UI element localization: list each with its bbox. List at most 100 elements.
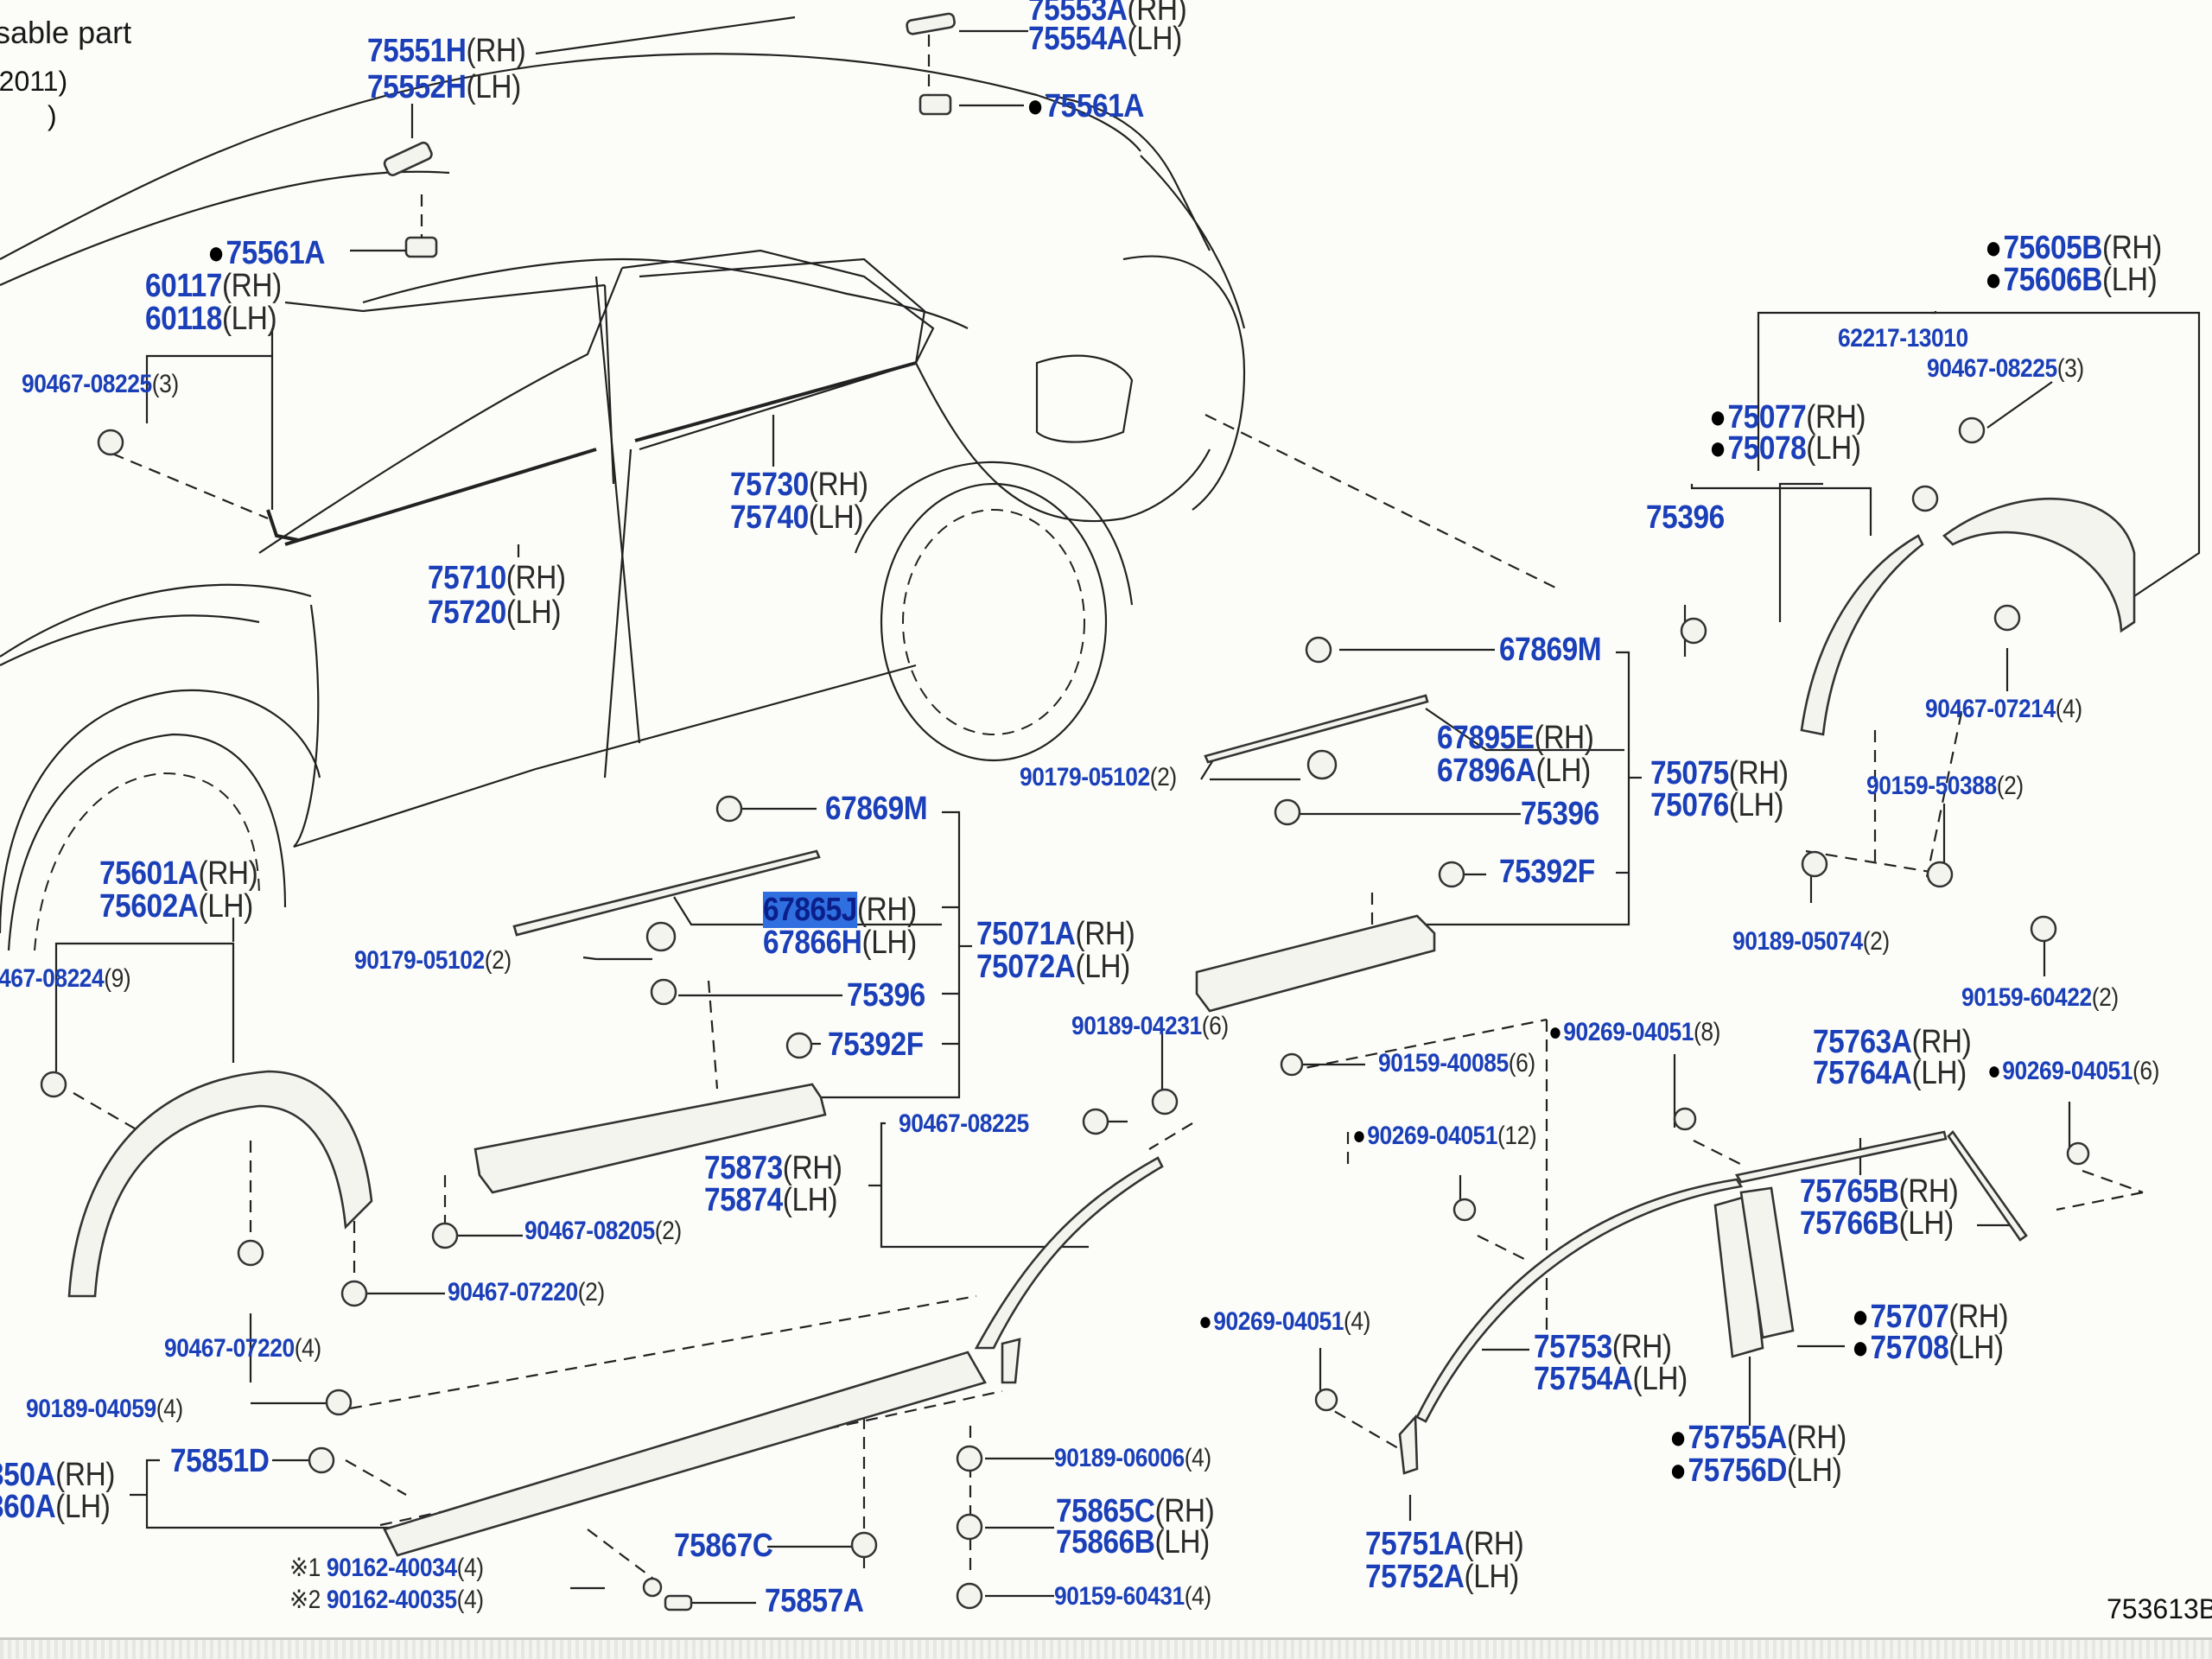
part-label[interactable]: 75865C(RH) — [1056, 1495, 1215, 1528]
part-number[interactable]: 90269-04051 — [1563, 1018, 1694, 1046]
part-label[interactable]: 75605B(RH) — [1985, 232, 2163, 264]
part-label[interactable]: 75561A — [207, 237, 326, 270]
part-label[interactable]: 75740(LH) — [730, 501, 863, 534]
part-number[interactable]: 67869M — [825, 791, 928, 827]
part-label[interactable]: 75552H(LH) — [367, 71, 521, 104]
part-label[interactable]: 90179-05102(2) — [354, 948, 512, 974]
part-label[interactable]: 90269-04051(6) — [1987, 1058, 2159, 1084]
part-label[interactable]: 75602A(LH) — [99, 890, 253, 923]
part-label[interactable]: 90189-05074(2) — [1732, 929, 1890, 955]
part-label[interactable]: 90189-04059(4) — [26, 1396, 183, 1422]
part-label[interactable]: 75707(RH) — [1852, 1299, 2009, 1335]
part-number[interactable]: 90179-05102 — [354, 946, 485, 975]
part-label[interactable]: 90467-08205(2) — [524, 1218, 682, 1244]
part-number[interactable]: 90269-04051 — [2002, 1057, 2133, 1085]
part-label[interactable]: 75866B(LH) — [1056, 1526, 1210, 1559]
part-number[interactable]: 90159-50388 — [1866, 772, 1997, 800]
part-number[interactable]: 90467-08225 — [22, 370, 152, 398]
part-number[interactable]: 90162-40035 — [326, 1586, 457, 1614]
part-label[interactable]: ※1 90162-40034(4) — [289, 1555, 484, 1581]
part-label[interactable]: ※2 90162-40035(4) — [289, 1587, 484, 1613]
part-label[interactable]: 67869M — [825, 791, 928, 827]
part-number[interactable]: 467-08224 — [0, 964, 105, 993]
part-number[interactable]: 75392F — [828, 1027, 924, 1063]
part-number[interactable]: 90467-08225 — [1927, 354, 2057, 383]
part-number[interactable]: 75766B — [1800, 1205, 1899, 1242]
part-number[interactable]: 67896A — [1437, 753, 1536, 789]
part-label[interactable]: 90467-08225(3) — [22, 372, 179, 397]
part-number[interactable]: 75554A — [1028, 21, 1128, 57]
part-label[interactable]: 75396 — [1521, 798, 1599, 830]
part-number[interactable]: 75851D — [170, 1443, 270, 1479]
part-number[interactable]: 75075 — [1650, 755, 1729, 791]
part-label[interactable]: 75606B(LH) — [1985, 264, 2158, 296]
part-number[interactable]: 75076 — [1650, 787, 1729, 823]
part-number[interactable]: 90467-07220 — [448, 1278, 578, 1306]
part-label[interactable]: 75553A(RH) — [1028, 0, 1187, 28]
part-number[interactable]: 75561A — [1045, 88, 1145, 124]
part-number[interactable]: 75553A — [1028, 0, 1128, 28]
part-number[interactable]: 75764A — [1813, 1055, 1912, 1091]
part-label[interactable]: 75392F — [828, 1028, 924, 1061]
part-label[interactable]: 75392F — [1499, 855, 1595, 888]
part-label[interactable]: 75867C — [674, 1529, 773, 1562]
part-label[interactable]: 75753(RH) — [1534, 1331, 1672, 1363]
part-number[interactable]: 75740 — [730, 499, 809, 536]
part-number[interactable]: 75874 — [704, 1182, 783, 1218]
part-number[interactable]: 90189-04059 — [26, 1395, 156, 1423]
part-label[interactable]: 75720(LH) — [428, 596, 561, 629]
part-number[interactable]: 75077 — [1727, 399, 1807, 435]
part-number[interactable]: 75751A — [1365, 1526, 1465, 1562]
part-label[interactable]: 75730(RH) — [730, 468, 868, 501]
part-number[interactable]: 75752A — [1365, 1559, 1465, 1595]
part-number[interactable]: 90189-06006 — [1054, 1444, 1185, 1472]
part-number[interactable]: 75078 — [1727, 430, 1807, 467]
part-number[interactable]: 75867C — [674, 1528, 773, 1564]
part-number[interactable]: 75602A — [99, 888, 199, 925]
part-label[interactable]: 60118(LH) — [145, 302, 277, 335]
part-number[interactable]: 90269-04051 — [1367, 1122, 1498, 1150]
part-label[interactable]: 75752A(LH) — [1365, 1560, 1519, 1593]
part-label[interactable]: 75766B(LH) — [1800, 1207, 1954, 1240]
part-label[interactable]: 90159-60431(4) — [1054, 1584, 1211, 1610]
part-label[interactable]: 75873(RH) — [704, 1152, 842, 1185]
part-label[interactable]: 75071A(RH) — [976, 918, 1135, 950]
part-label[interactable]: 75396 — [847, 979, 925, 1012]
part-number[interactable]: 75396 — [847, 977, 925, 1014]
part-number[interactable]: 75730 — [730, 467, 809, 503]
part-label[interactable]: 75075(RH) — [1650, 757, 1789, 790]
part-number[interactable]: 350A — [0, 1457, 56, 1493]
part-number[interactable]: 90159-40085 — [1378, 1049, 1509, 1077]
part-number[interactable]: 75710 — [428, 560, 506, 596]
part-number[interactable]: 90467-08225 — [899, 1109, 1029, 1138]
part-label[interactable]: 75601A(RH) — [99, 857, 258, 890]
part-number[interactable]: 75755A — [1688, 1420, 1788, 1456]
part-label[interactable]: 350A(RH) — [0, 1459, 115, 1491]
part-number[interactable]: 75754A — [1534, 1361, 1633, 1397]
part-number[interactable]: 90189-05074 — [1732, 927, 1863, 956]
part-label[interactable]: 75078(LH) — [1709, 432, 1861, 465]
part-number[interactable]: 75765B — [1800, 1173, 1899, 1210]
part-label[interactable]: 75763A(RH) — [1813, 1024, 1972, 1060]
part-number[interactable]: 75551H — [367, 33, 467, 69]
part-number[interactable]: 75708 — [1870, 1330, 1949, 1366]
part-number[interactable]: 90467-08205 — [524, 1217, 655, 1245]
part-label[interactable]: 75764A(LH) — [1813, 1057, 1967, 1090]
part-label[interactable]: 90159-60422(2) — [1961, 985, 2119, 1011]
part-number[interactable]: 75707 — [1870, 1299, 1949, 1335]
part-label[interactable]: 75396 — [1646, 501, 1725, 534]
part-label[interactable]: 90189-04231(6) — [1071, 1014, 1229, 1039]
part-number[interactable]: 75392F — [1499, 854, 1595, 890]
part-number[interactable]: 75756D — [1688, 1452, 1788, 1489]
part-number[interactable]: 75866B — [1056, 1524, 1155, 1560]
part-label[interactable]: 90159-40085(6) — [1378, 1051, 1535, 1077]
part-label[interactable]: 62217-13010 — [1838, 326, 1968, 352]
part-label[interactable]: 90467-07214(4) — [1925, 696, 2082, 722]
part-label[interactable]: 67896A(LH) — [1437, 754, 1591, 787]
part-label[interactable]: 75754A(LH) — [1534, 1363, 1688, 1395]
part-number[interactable]: 60117 — [145, 268, 222, 304]
part-number[interactable]: 75396 — [1646, 499, 1725, 536]
part-number[interactable]: 75763A — [1813, 1024, 1912, 1060]
part-label[interactable]: 75072A(LH) — [976, 950, 1130, 983]
part-number[interactable]: 90269-04051 — [1213, 1307, 1344, 1336]
